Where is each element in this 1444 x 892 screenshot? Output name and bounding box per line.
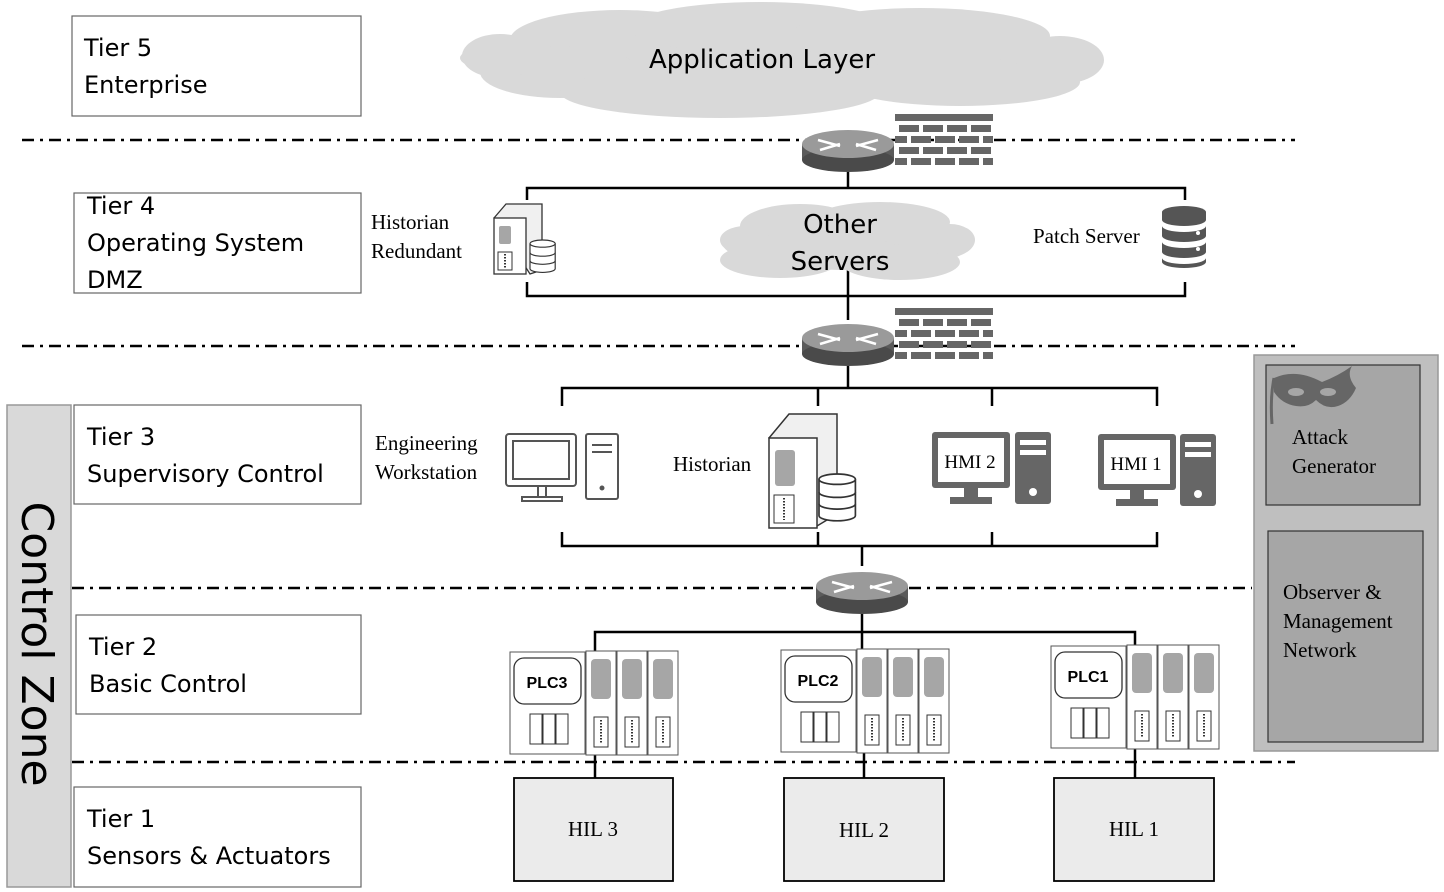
tier-1-subtitle: Sensors & Actuators xyxy=(87,842,331,870)
plc3-label: PLC3 xyxy=(527,675,568,692)
engineering-workstation-label-1: Engineering xyxy=(375,431,478,455)
tier-3-box: Tier 3 Supervisory Control xyxy=(73,404,362,505)
control-zone-label: Control Zone xyxy=(11,501,62,786)
historian-label: Historian xyxy=(673,452,752,476)
attack-generator-label-2: Generator xyxy=(1292,454,1376,478)
observer-label-2: Management xyxy=(1283,609,1393,633)
mask-icon xyxy=(1269,366,1356,425)
tier-4-box: Tier 4 Operating System DMZ xyxy=(73,192,362,294)
hil-3-box: HIL 3 xyxy=(513,777,674,882)
tier-4-subtitle: Operating System xyxy=(87,229,304,257)
plc1-label: PLC1 xyxy=(1068,669,1109,686)
hmi-2-icon xyxy=(932,432,1051,504)
attack-generator-box: Attack Generator xyxy=(1265,364,1421,506)
database-server-icon xyxy=(1162,206,1206,268)
database-icon xyxy=(529,239,556,273)
application-layer-label: Application Layer xyxy=(649,45,875,75)
patch-server-label: Patch Server xyxy=(1033,224,1140,248)
tier-1-box: Tier 1 Sensors & Actuators xyxy=(73,786,362,888)
hmi-1-label: HMI 1 xyxy=(1110,454,1161,475)
router-icon xyxy=(800,128,896,174)
hil-1-label: HIL 1 xyxy=(1109,817,1159,841)
observer-management-box: Observer & Management Network xyxy=(1267,530,1424,743)
tier-2-title: Tier 2 xyxy=(88,633,157,661)
attack-generator-label-1: Attack xyxy=(1292,425,1348,449)
database-icon xyxy=(818,473,857,522)
tier-5-title: Tier 5 xyxy=(83,34,152,62)
observer-label-1: Observer & xyxy=(1283,580,1382,604)
historian-redundant-label-2: Redundant xyxy=(371,239,462,263)
hmi-1-icon xyxy=(1098,434,1216,506)
tier-3-subtitle: Supervisory Control xyxy=(87,460,324,488)
hil-2-label: HIL 2 xyxy=(839,818,889,842)
engineering-workstation-label-2: Workstation xyxy=(375,460,478,484)
firewall-icon xyxy=(895,308,993,359)
tier-2-box: Tier 2 Basic Control xyxy=(75,614,362,715)
tier-3-title: Tier 3 xyxy=(86,423,155,451)
other-servers-label-1: Other xyxy=(803,210,877,240)
other-servers-cloud xyxy=(720,202,975,280)
hil-1-box: HIL 1 xyxy=(1053,777,1215,882)
router-icon xyxy=(814,570,910,616)
tier-5-subtitle: Enterprise xyxy=(84,71,207,99)
tier-1-title: Tier 1 xyxy=(86,805,155,833)
firewall-icon xyxy=(895,114,993,165)
observer-label-3: Network xyxy=(1283,638,1357,662)
hil-2-box: HIL 2 xyxy=(783,777,945,882)
plc2-label: PLC2 xyxy=(798,673,839,690)
plc3-rack xyxy=(509,650,679,756)
router-icon xyxy=(800,322,896,368)
plc1-rack xyxy=(1050,644,1220,750)
historian-redundant-label-1: Historian xyxy=(371,210,450,234)
tier-2-subtitle: Basic Control xyxy=(89,670,247,698)
other-servers-label-2: Servers xyxy=(791,247,890,277)
tier-4-title: Tier 4 xyxy=(86,192,155,220)
tier-4-dmz: DMZ xyxy=(87,266,143,294)
application-layer-cloud xyxy=(460,2,1104,118)
hil-3-label: HIL 3 xyxy=(568,817,618,841)
control-zone-panel xyxy=(6,404,72,888)
tier-5-box: Tier 5 Enterprise xyxy=(71,15,362,117)
hmi-2-label: HMI 2 xyxy=(944,452,995,473)
plc2-rack xyxy=(780,648,950,754)
workstation-monitor-icon xyxy=(505,433,619,502)
